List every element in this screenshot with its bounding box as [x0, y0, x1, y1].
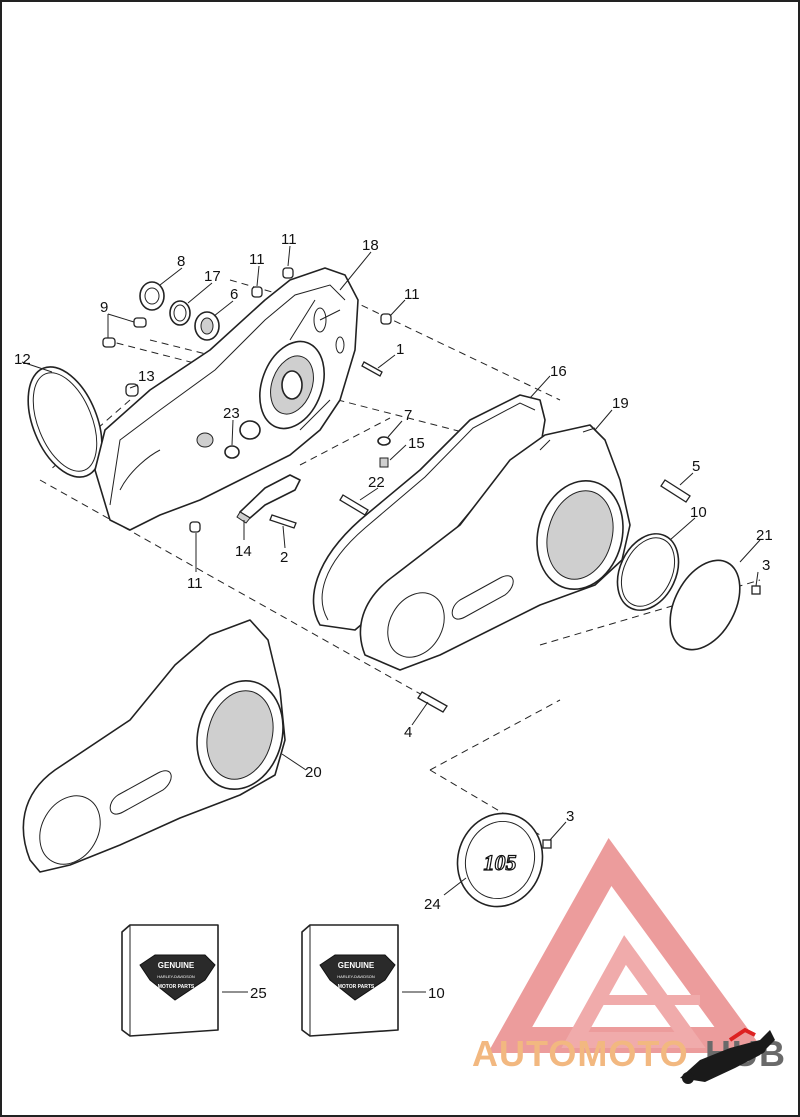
- package-10-line-3: MOTOR PARTS: [338, 984, 375, 990]
- callout-13: 13: [138, 368, 155, 385]
- callout-11-b: 11: [281, 231, 297, 248]
- callout-11-c: 11: [404, 286, 420, 303]
- part-7-o-ring: [377, 436, 391, 446]
- part-25-package: GENUINE HARLEY-DAVIDSON MOTOR PARTS: [121, 924, 219, 1037]
- callout-9: 9: [100, 299, 108, 316]
- part-19-outer-primary-cover: [359, 424, 631, 671]
- callout-4: 4: [404, 724, 412, 741]
- package-25-line-1: GENUINE: [158, 961, 195, 970]
- part-10-gasket-ring: [616, 533, 680, 611]
- part-3-screw-upper: [751, 585, 761, 595]
- watermark-text: AUTOMOTO HUB: [472, 1027, 785, 1084]
- part-9-dowels: [102, 317, 147, 348]
- callout-16: 16: [550, 363, 567, 380]
- callout-7: 7: [404, 407, 412, 424]
- callout-25: 25: [250, 985, 267, 1002]
- callout-10-package: 10: [428, 985, 445, 1002]
- package-10-line-2: HARLEY-DAVIDSON: [337, 974, 375, 979]
- part-3-screw-lower: [542, 839, 552, 849]
- callout-8: 8: [177, 253, 185, 270]
- callout-23: 23: [223, 405, 240, 422]
- callout-21: 21: [756, 527, 773, 544]
- part-10-package: GENUINE HARLEY-DAVIDSON MOTOR PARTS: [301, 924, 399, 1037]
- part-5-bolt: [660, 479, 691, 503]
- package-25-line-3: MOTOR PARTS: [158, 984, 195, 990]
- callout-3-upper: 3: [762, 557, 770, 574]
- callout-6: 6: [230, 286, 238, 303]
- callout-18: 18: [362, 237, 379, 254]
- callout-1: 1: [396, 341, 404, 358]
- leader-lines: [21, 245, 761, 993]
- part-2-screw: [269, 514, 297, 529]
- callout-3-lower: 3: [566, 808, 574, 825]
- part-12-gasket: [27, 366, 103, 478]
- part-23-bushing: [224, 445, 240, 459]
- callout-19: 19: [612, 395, 629, 412]
- part-8-seal: [139, 281, 165, 311]
- callout-numbers: 1 2 3 3 4 5 6 7 8 9 10 10 11 11 11 11 12…: [14, 231, 773, 1002]
- part-24-derby-cover: 105: [456, 812, 544, 908]
- part-18-inner-primary-housing: [94, 267, 359, 531]
- part-20-outer-primary-cover: [22, 619, 286, 873]
- callout-11-a: 11: [249, 251, 265, 268]
- callout-20: 20: [305, 764, 322, 781]
- watermark-text-part1: AUTOMOTO: [472, 1033, 689, 1074]
- part-6-bearing: [194, 311, 220, 341]
- part-11-dowels: [189, 267, 392, 533]
- part-4-bolt: [417, 691, 448, 713]
- callout-5: 5: [692, 458, 700, 475]
- callout-10-gasket: 10: [690, 504, 707, 521]
- package-10-line-1: GENUINE: [338, 961, 375, 970]
- callout-14: 14: [235, 543, 252, 560]
- callout-12: 12: [14, 351, 31, 368]
- part-1-screw: [361, 361, 383, 377]
- package-25-line-2: HARLEY-DAVIDSON: [157, 974, 195, 979]
- motorcycle-icon: [680, 1027, 775, 1084]
- part-14-chain-adjuster: [236, 474, 301, 524]
- callout-2: 2: [280, 549, 288, 566]
- callout-24: 24: [424, 896, 441, 913]
- part-17-retaining-ring: [169, 300, 191, 326]
- callout-15: 15: [408, 435, 425, 452]
- part-13-dowel: [125, 383, 139, 397]
- callout-17: 17: [204, 268, 221, 285]
- watermark-logo: [487, 838, 766, 1053]
- callout-22: 22: [368, 474, 385, 491]
- callout-11-d: 11: [187, 575, 203, 592]
- derby-cover-badge: 105: [484, 850, 517, 875]
- part-15-plug: [379, 457, 389, 468]
- part-21-gasket: [669, 559, 741, 651]
